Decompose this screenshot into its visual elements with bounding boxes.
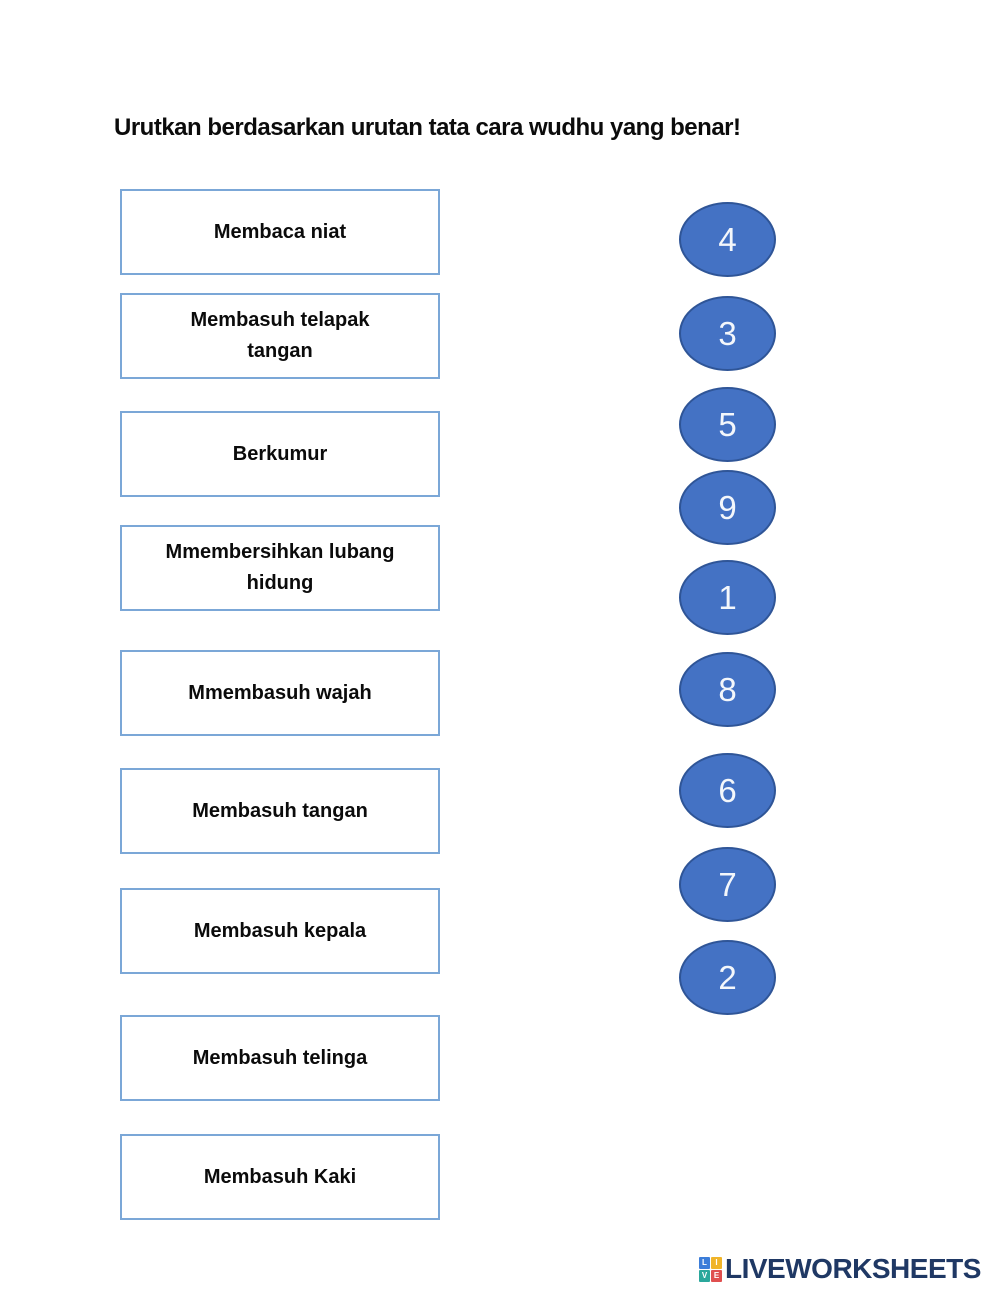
answer-ellipse-2[interactable]: 2 (679, 940, 776, 1015)
answer-number: 3 (718, 315, 737, 352)
answer-number: 5 (718, 406, 737, 443)
answer-ellipse-1[interactable]: 1 (679, 560, 776, 635)
answer-number: 1 (718, 579, 737, 616)
step-label: Mmembersihkan lubang hidung (165, 541, 395, 594)
answer-number: 7 (718, 866, 737, 903)
answer-ellipse-7[interactable]: 7 (679, 847, 776, 922)
step-box-berkumur[interactable]: Berkumur (120, 411, 440, 497)
step-box-membasuh-tangan[interactable]: Membasuh tangan (120, 768, 440, 854)
answer-ellipse-6[interactable]: 6 (679, 753, 776, 828)
answer-number: 8 (718, 671, 737, 708)
step-label: Membaca niat (213, 220, 347, 243)
answer-number: 4 (718, 221, 737, 258)
step-label: Membasuh kepala (193, 919, 367, 942)
logo-tile-e: E (711, 1269, 722, 1282)
step-label: Berkumur (232, 442, 328, 465)
step-label: Membasuh telinga (192, 1046, 368, 1069)
answer-ellipse-5[interactable]: 5 (679, 387, 776, 462)
step-box-membersihkan-lubang-hidung[interactable]: Mmembersihkan lubang hidung (120, 525, 440, 611)
answer-ellipse-9[interactable]: 9 (679, 470, 776, 545)
step-box-membasuh-kepala[interactable]: Membasuh kepala (120, 888, 440, 974)
answer-number: 2 (718, 959, 737, 996)
liveworksheets-icon: L I V E (699, 1256, 722, 1282)
step-label: Membasuh Kaki (203, 1165, 357, 1188)
step-label: Membasuh telapak tangan (190, 309, 370, 362)
logo-tile-v: V (699, 1269, 710, 1282)
step-label: Membasuh tangan (192, 799, 368, 822)
answer-ellipse-3[interactable]: 3 (679, 296, 776, 371)
logo-tile-l: L (699, 1256, 710, 1269)
step-box-membasuh-wajah[interactable]: Mmembasuh wajah (120, 650, 440, 736)
step-box-membasuh-telapak-tangan[interactable]: Membasuh telapak tangan (120, 293, 440, 379)
answer-ellipse-4[interactable]: 4 (679, 202, 776, 277)
step-box-membasuh-telinga[interactable]: Membasuh telinga (120, 1015, 440, 1101)
step-box-membasuh-kaki[interactable]: Membasuh Kaki (120, 1134, 440, 1220)
step-box-membaca-niat[interactable]: Membaca niat (120, 189, 440, 275)
logo-tile-i: I (711, 1256, 722, 1269)
liveworksheets-logo[interactable]: L I V E LIVEWORKSHEETS (699, 1253, 981, 1285)
answer-number: 9 (718, 489, 737, 526)
step-label: Mmembasuh wajah (188, 681, 372, 704)
worksheet-title: Urutkan berdasarkan urutan tata cara wud… (114, 114, 741, 141)
answer-ellipse-8[interactable]: 8 (679, 652, 776, 727)
answer-number: 6 (718, 772, 737, 809)
brand-wordmark: LIVEWORKSHEETS (725, 1253, 981, 1284)
